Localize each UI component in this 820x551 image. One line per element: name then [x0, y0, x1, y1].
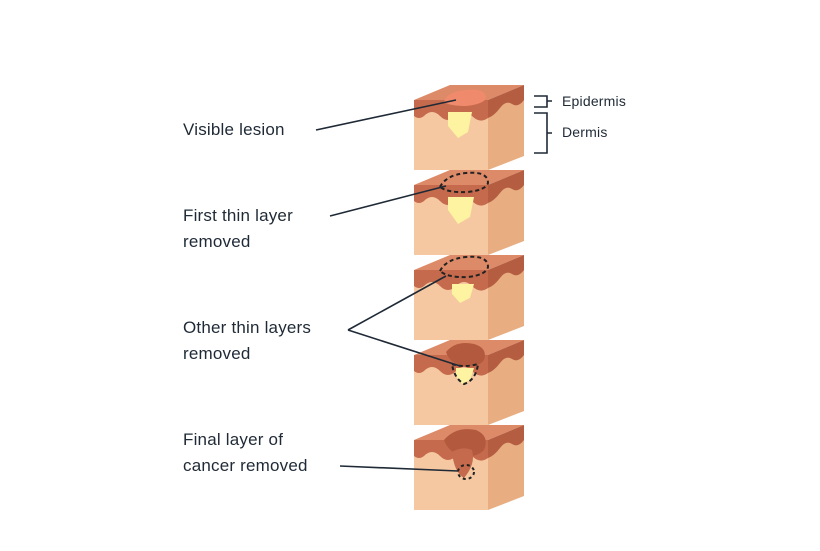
skin-block-3 [414, 255, 524, 340]
skin-block-4 [414, 340, 524, 425]
epidermis-label: Epidermis [562, 93, 627, 109]
leader-first-layer [329, 185, 447, 217]
dermis-label: Dermis [562, 124, 608, 140]
leader-other-layers-a [347, 275, 447, 331]
epidermis-bracket [534, 95, 552, 108]
dermis-bracket [534, 112, 552, 154]
step-label-line: removed [183, 232, 251, 251]
step-label-line: Final layer of [183, 430, 284, 449]
step-label-line: Visible lesion [183, 120, 285, 139]
skin-block-5 [414, 425, 524, 510]
step-label-line: First thin layer [183, 206, 293, 225]
step-label-final-layer: Final layer of cancer removed [183, 427, 308, 479]
leader-final-layer [339, 465, 459, 472]
step-label-visible-lesion: Visible lesion [183, 117, 285, 143]
step-label-line: Other thin layers [183, 318, 312, 337]
leader-other-layers-b [347, 329, 461, 367]
skin-block-1 [414, 85, 524, 170]
leader-visible-lesion [315, 99, 457, 131]
step-label-other-layers: Other thin layers removed [183, 315, 311, 367]
step-label-first-layer: First thin layer removed [183, 203, 293, 255]
step-label-line: removed [183, 344, 251, 363]
step-label-line: cancer removed [183, 456, 308, 475]
skin-block-2 [414, 170, 524, 255]
